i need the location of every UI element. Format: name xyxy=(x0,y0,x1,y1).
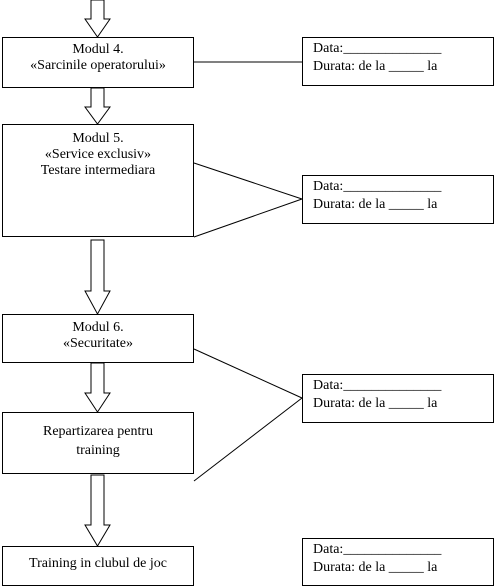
connector-line xyxy=(193,397,303,482)
date-field: Data:______________ xyxy=(313,179,442,194)
duration-field: Durata: de la _____ la xyxy=(313,560,438,575)
info-box: Data:______________ Durata: de la _____ … xyxy=(302,538,494,586)
module-box-modul-5: Modul 5. «Service exclusiv» Testare inte… xyxy=(2,124,194,237)
duration-field: Durata: de la _____ la xyxy=(313,197,438,212)
connector-line xyxy=(193,162,303,200)
connector-line xyxy=(193,348,303,399)
module-label: «Service exclusiv» xyxy=(44,147,152,162)
info-box: Data:______________ Durata: de la _____ … xyxy=(302,374,494,423)
module-label: Modul 4. xyxy=(72,42,124,57)
module-box-training: Training in clubul de joc xyxy=(2,546,194,586)
module-label: «Sarcinile operatorului» xyxy=(30,58,166,73)
module-label: training xyxy=(76,443,120,458)
module-label: Modul 6. xyxy=(72,320,124,335)
module-label: Repartizarea pentru xyxy=(43,424,153,439)
down-arrow-icon xyxy=(84,0,111,38)
module-box-repartizarea: Repartizarea pentru training xyxy=(2,412,194,474)
module-label: Modul 5. xyxy=(72,131,124,146)
module-label: Training in clubul de joc xyxy=(29,556,167,571)
module-box-modul-4: Modul 4. «Sarcinile operatorului» xyxy=(2,37,194,88)
down-arrow-icon xyxy=(84,362,111,413)
date-field: Data:______________ xyxy=(313,41,442,56)
duration-field: Durata: de la _____ la xyxy=(313,396,438,411)
date-field: Data:______________ xyxy=(313,542,442,557)
info-box: Data:______________ Durata: de la _____ … xyxy=(302,37,494,86)
date-field: Data:______________ xyxy=(313,378,442,393)
duration-field: Durata: de la _____ la xyxy=(313,59,438,74)
info-box: Data:______________ Durata: de la _____ … xyxy=(302,175,494,224)
module-label: «Securitate» xyxy=(63,336,133,351)
module-label: Testare intermediara xyxy=(40,163,156,178)
down-arrow-icon xyxy=(84,474,111,547)
down-arrow-icon xyxy=(84,239,111,316)
module-box-modul-6: Modul 6. «Securitate» xyxy=(2,314,194,363)
down-arrow-icon xyxy=(84,87,111,125)
connector-line xyxy=(193,198,303,238)
